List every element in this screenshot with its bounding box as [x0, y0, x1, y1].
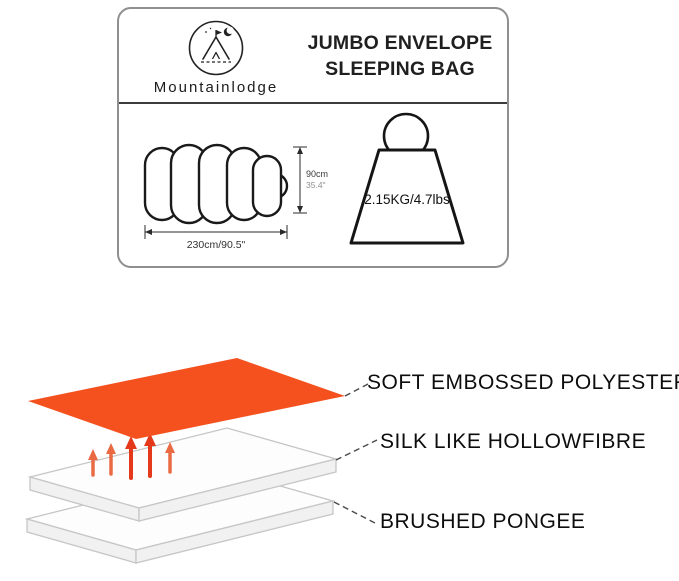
bag-baffle [251, 154, 283, 218]
sleeping-bag-illustration [143, 143, 289, 225]
brand-logo [188, 20, 244, 76]
layer-top-polyester [28, 358, 345, 439]
spec-card: Mountainlodge JUMBO ENVELOPE SLEEPING BA… [117, 7, 509, 268]
height-imperial-label: 35.4" [306, 180, 326, 190]
heat-arrow [88, 449, 98, 477]
product-title-line1: JUMBO ENVELOPE [307, 32, 493, 54]
leader-line-hollowfibre [335, 439, 378, 461]
length-dimension: 230cm/90.5" [144, 225, 288, 251]
weight-body [349, 148, 465, 245]
product-title: JUMBO ENVELOPE SLEEPING BAG [297, 30, 503, 82]
materials-diagram [24, 358, 378, 564]
heat-arrow [125, 436, 137, 480]
heat-arrow [165, 442, 175, 474]
brand-name: Mountainlodge [153, 79, 279, 96]
heat-arrow [144, 433, 156, 478]
spec-illustrations: 90cm 35.4" 230cm/90.5" 2.15KG/4.7lbs [143, 112, 465, 251]
height-metric-label: 90cm [306, 169, 328, 179]
stars-icon [205, 27, 212, 33]
material-label-polyester: SOFT EMBOSSED POLYESTER [367, 371, 679, 394]
tent-icon [201, 30, 231, 63]
weight-label: 2.15KG/4.7lbs [364, 192, 450, 207]
heat-arrow [106, 443, 116, 476]
length-label: 230cm/90.5" [187, 239, 246, 251]
leader-line-polyester [344, 381, 373, 397]
heat-arrows [88, 433, 175, 480]
material-label-pongee: BRUSHED PONGEE [380, 510, 586, 533]
weight-icon: 2.15KG/4.7lbs [349, 112, 465, 245]
material-label-hollowfibre: SILK LIKE HOLLOWFIBRE [380, 430, 647, 453]
leader-line-pongee [333, 501, 378, 525]
moon-icon [223, 26, 234, 37]
layer-mid-hollowfibre [27, 427, 339, 522]
product-title-line2: SLEEPING BAG [325, 58, 475, 80]
header-divider [119, 102, 507, 104]
height-dimension: 90cm 35.4" [293, 146, 328, 214]
logo-circle [188, 20, 244, 76]
